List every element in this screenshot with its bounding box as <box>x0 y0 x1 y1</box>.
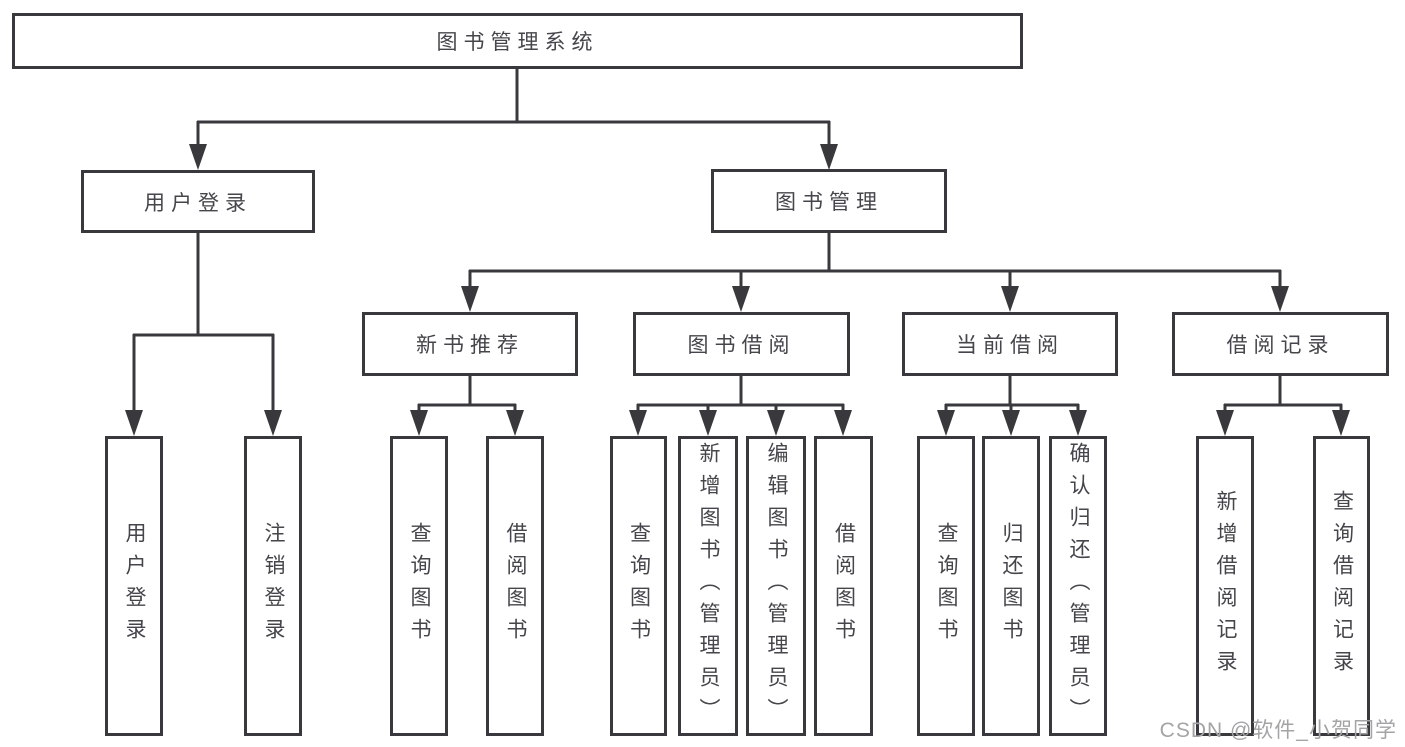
leaf-borrow-add-admin: 新增图书（管理员） <box>678 436 738 736</box>
fork-new-book-recommend <box>410 373 524 436</box>
leaf-current-return: 归还图书 <box>982 436 1040 736</box>
leaf-records-add: 新增借阅记录 <box>1196 436 1254 736</box>
node-root: 图书管理系统 <box>12 13 1023 69</box>
fork-current-borrow <box>937 373 1087 436</box>
leaf-borrow-query: 查询图书 <box>610 436 667 736</box>
leaf-user-login: 用户登录 <box>105 436 163 736</box>
node-new-book-recommend: 新书推荐 <box>362 312 578 376</box>
node-current-borrow: 当前借阅 <box>902 312 1118 376</box>
fork-root <box>189 66 838 170</box>
node-borrow-records: 借阅记录 <box>1172 312 1389 376</box>
node-book-management: 图书管理 <box>711 169 947 233</box>
node-book-borrow: 图书借阅 <box>633 312 850 376</box>
leaf-logout: 注销登录 <box>244 436 302 736</box>
leaf-current-query: 查询图书 <box>917 436 975 736</box>
leaf-newbooks-borrow: 借阅图书 <box>486 436 544 736</box>
csdn-watermark: CSDN @软件_小贺同学 <box>1159 719 1397 742</box>
leaf-borrow-edit-admin: 编辑图书（管理员） <box>746 436 806 736</box>
fork-user-login <box>125 229 282 436</box>
fork-book-management <box>461 230 1289 312</box>
leaf-borrow-borrow: 借阅图书 <box>814 436 873 736</box>
fork-book-borrow <box>629 373 852 436</box>
leaf-newbooks-query: 查询图书 <box>390 436 448 736</box>
node-user-login: 用户登录 <box>81 170 315 233</box>
leaf-current-confirm-admin: 确认归还（管理员） <box>1049 436 1107 736</box>
fork-borrow-records <box>1216 373 1350 436</box>
leaf-records-query: 查询借阅记录 <box>1313 436 1370 736</box>
